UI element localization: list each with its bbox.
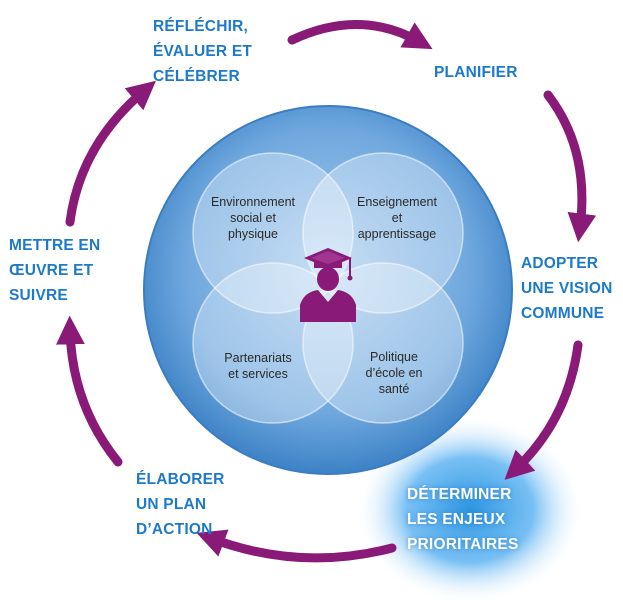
step-reflechir: RÉFLÉCHIR, ÉVALUER ET CÉLÉBRER [153, 14, 252, 89]
domain-politique-line-3: santé [378, 382, 410, 396]
domain-environnement: Environnement social et physique [198, 194, 308, 242]
step-adopter-line-3: COMMUNE [521, 305, 605, 322]
domain-environnement-line-3: physique [227, 227, 279, 241]
domain-partenariats: Partenariats et services [203, 350, 313, 382]
cycle-arrows [55, 20, 597, 563]
step-adopter: ADOPTER UNE VISION COMMUNE [521, 251, 613, 326]
step-elaborer-line-1: ÉLABORER [136, 471, 225, 488]
domain-enseignement-line-2: et [391, 211, 403, 225]
step-determiner: DÉTERMINER LES ENJEUX PRIORITAIRES [407, 482, 518, 557]
arrow-adopter-to-determiner [504, 340, 583, 480]
step-reflechir-line-1: RÉFLÉCHIR, [153, 18, 248, 35]
domain-partenariats-line-1: Partenariats [224, 351, 292, 365]
domain-partenariats-line-2: et services [228, 367, 288, 381]
step-mettre: METTRE EN ŒUVRE ET SUIVRE [9, 233, 100, 308]
step-elaborer-line-2: UN PLAN [136, 496, 207, 513]
arrow-planifier-to-adopter [543, 90, 597, 243]
step-determiner-line-2: LES ENJEUX [407, 511, 506, 528]
step-planifier: PLANIFIER [434, 60, 518, 85]
domain-enseignement-line-3: apprentissage [357, 227, 437, 241]
step-planifier-line-1: PLANIFIER [434, 64, 518, 81]
domain-politique-line-2: d’école en [365, 366, 423, 380]
step-determiner-line-3: PRIORITAIRES [407, 536, 519, 553]
step-elaborer-line-3: D’ACTION [136, 521, 213, 538]
arrow-elaborer-to-mettre [55, 315, 123, 467]
central-circle-rim [143, 105, 513, 475]
step-reflechir-line-2: ÉVALUER ET [153, 43, 253, 60]
domain-environnement-line-1: Environnement [210, 195, 296, 209]
step-reflechir-line-3: CÉLÉBRER [153, 68, 240, 85]
domain-enseignement-line-1: Enseignement [357, 195, 437, 209]
step-adopter-line-1: ADOPTER [521, 255, 599, 272]
step-mettre-line-1: METTRE EN [9, 237, 101, 254]
arrow-determiner-to-elaborer [196, 529, 397, 563]
step-mettre-line-2: ŒUVRE ET [9, 262, 94, 279]
domain-politique-line-1: Politique [370, 350, 418, 364]
domain-politique: Politique d’école en santé [344, 349, 444, 397]
step-adopter-line-2: UNE VISION [521, 280, 613, 297]
mortarboard-highlight [311, 251, 345, 264]
step-determiner-line-1: DÉTERMINER [407, 486, 512, 503]
domain-enseignement: Enseignement et apprentissage [342, 194, 452, 242]
arrow-mettre-to-reflechir [65, 80, 156, 227]
arrow-reflechir-to-planifier [287, 20, 433, 50]
domain-environnement-line-2: social et [230, 211, 276, 225]
step-elaborer: ÉLABORER UN PLAN D’ACTION [136, 467, 225, 542]
step-mettre-line-3: SUIVRE [9, 287, 68, 304]
